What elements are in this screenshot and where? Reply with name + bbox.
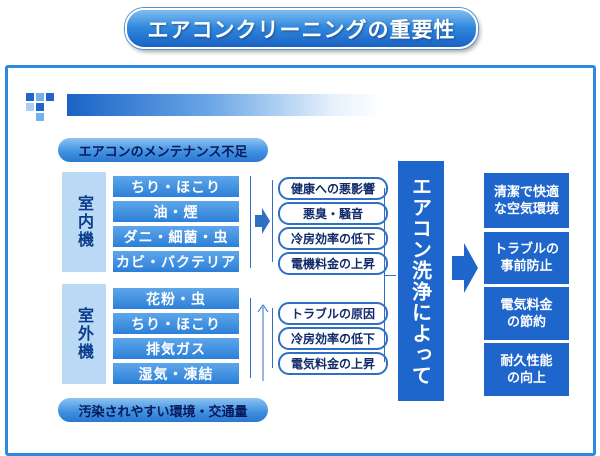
outdoor-unit-label: 室外機 [62,284,106,384]
outdoor-effect: 冷房効率の低下 [278,327,388,350]
indoor-cause: 油・煙 [113,201,239,222]
outdoor-effect: 電気料金の上昇 [278,352,388,375]
center-cleaning-box: エアコン洗浄によって [398,161,444,401]
result-line: 清潔で快適 [493,184,559,200]
indoor-effect: 電機料金の上昇 [278,252,388,275]
decor-squares [26,93,56,121]
outdoor-cause: 排気ガス [113,338,239,359]
indoor-unit-label: 室内機 [62,172,106,272]
bracket-line [272,308,273,368]
arrow-right-icon [452,243,478,293]
result-box: 清潔で快適 な空気環境 [484,173,569,228]
result-line: 耐久性能 [500,353,553,369]
outdoor-cause: 花粉・虫 [113,288,239,309]
outdoor-cause: ちり・ほこり [113,313,239,334]
result-line: な空気環境 [493,201,559,217]
outdoor-effect: トラブルの原因 [278,302,388,325]
indoor-cause: ダニ・細菌・虫 [113,226,239,247]
result-line: 事前防止 [500,259,553,274]
result-box: 耐久性能 の向上 [484,343,569,396]
result-line: トラブルの [493,242,559,257]
page-title: エアコンクリーニングの重要性 [125,8,478,49]
result-box: トラブルの 事前防止 [484,232,569,284]
indoor-cause: カビ・バクテリア [113,251,239,272]
bracket-line [272,180,273,262]
result-box: 電気料金 の節約 [484,287,569,340]
indoor-effect: 冷房効率の低下 [278,227,388,250]
indoor-effect: 悪臭・騒音 [278,202,388,225]
result-line: の向上 [506,370,546,386]
result-line: 電気料金 [500,297,553,313]
arrow-up-icon [257,304,269,381]
arrow-right-icon [255,208,270,234]
header-band [67,94,383,116]
connector-line [384,275,396,276]
environment-pill: 汚染されやすい環境・交通量 [58,398,268,422]
indoor-effect: 健康への悪影響 [278,177,388,200]
maintenance-pill: エアコンのメンテナンス不足 [58,138,268,162]
indoor-cause: ちり・ほこり [113,176,239,197]
bracket-line [250,298,251,378]
result-line: の節約 [506,314,546,330]
outdoor-cause: 湿気・凍結 [113,363,239,384]
bracket-line [250,176,251,268]
